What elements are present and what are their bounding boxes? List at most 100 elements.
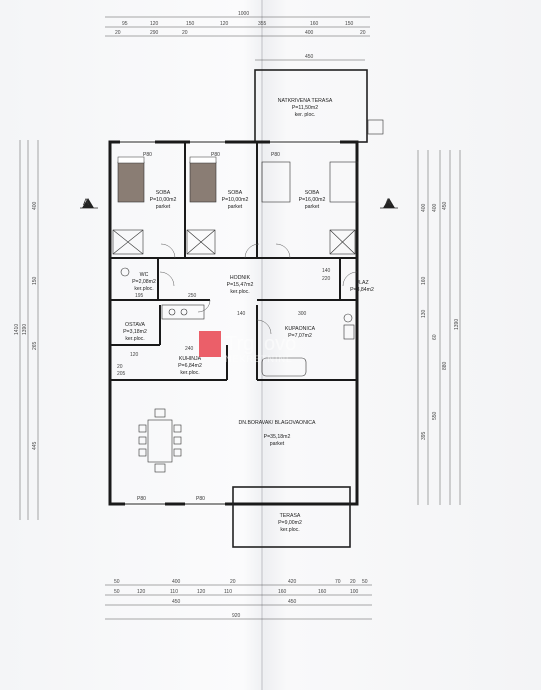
svg-text:20: 20 — [350, 579, 356, 585]
svg-text:WC: WC — [140, 272, 149, 278]
room-label-soba-3: SOBA P=16,00m2 parket — [299, 190, 326, 210]
dim-bottom-row2: 50 120 110 120 110 160 160 100 — [114, 589, 359, 595]
svg-text:parket: parket — [270, 441, 285, 447]
svg-text:20: 20 — [117, 364, 123, 370]
svg-text:P=15,47m2: P=15,47m2 — [227, 282, 254, 288]
room-label-boravak: DN.BORAVAK/ BLAGOVAONICA P=35,18m2 parke… — [239, 420, 317, 447]
svg-text:195: 195 — [135, 293, 144, 299]
svg-text:450: 450 — [288, 599, 297, 605]
svg-text:100: 100 — [350, 589, 359, 595]
svg-text:Trg: Trg — [225, 333, 254, 355]
svg-text:ULAZ: ULAZ — [355, 280, 368, 286]
svg-text:120: 120 — [197, 589, 206, 595]
right-dimension-lines — [417, 150, 461, 505]
svg-text:P=11,50m2: P=11,50m2 — [292, 105, 318, 111]
svg-text:parket: parket — [305, 204, 320, 210]
dim-bottom-row1: 50 400 20 420 70 20 50 — [114, 579, 368, 585]
svg-text:A: A — [83, 197, 89, 207]
room-label-hodnik: HODNIK P=15,47m2 ker.ploc. — [227, 275, 254, 295]
window-labels: P80 P80 P80 P80 P80 — [137, 152, 280, 502]
svg-text:KUHINJA: KUHINJA — [179, 356, 202, 362]
svg-text:P80: P80 — [196, 496, 205, 502]
svg-text:420: 420 — [288, 579, 297, 585]
inner-dimension-labels: 250 140 300 240 120 20 205 195 140 220 — [117, 268, 331, 377]
svg-text:880: 880 — [442, 361, 448, 370]
room-label-kupaonica: KUPAONICA P=7,07m2 — [285, 326, 316, 339]
dim-bottom-total: 920 — [232, 613, 241, 619]
svg-text:150: 150 — [186, 21, 195, 27]
svg-text:110: 110 — [224, 589, 232, 595]
svg-text:P=16,00m2: P=16,00m2 — [299, 197, 326, 203]
svg-text:50: 50 — [362, 579, 368, 585]
door-swings — [159, 243, 358, 335]
svg-text:300: 300 — [298, 311, 307, 317]
svg-text:P=9,00m2: P=9,00m2 — [278, 520, 302, 526]
svg-text:P80: P80 — [143, 152, 152, 158]
room-label-wc: WC P=2,08m2 ker.ploc. — [132, 272, 156, 292]
room-label-soba-1: SOBA P=10,00m2 parket — [150, 190, 177, 210]
svg-text:A: A — [385, 197, 391, 207]
room-label-terasa-bottom: TERASA P=9,00m2 ker.ploc. — [278, 513, 302, 533]
svg-text:95: 95 — [122, 21, 128, 27]
dim-left-inner-2: 150 — [32, 276, 38, 285]
svg-text:160: 160 — [310, 21, 319, 27]
svg-text:P=35,18m2: P=35,18m2 — [264, 434, 291, 440]
svg-text:20: 20 — [230, 579, 236, 585]
bathroom-fixtures — [120, 267, 355, 377]
svg-text:450: 450 — [442, 201, 448, 210]
svg-text:120: 120 — [137, 589, 146, 595]
svg-text:P=2,08m2: P=2,08m2 — [132, 279, 156, 285]
dim-top-total: 1000 — [238, 11, 249, 17]
dim-top-terrace: 450 — [305, 54, 314, 60]
dim-left-outer-2: 1390 — [22, 324, 28, 335]
svg-text:OSTAVA: OSTAVA — [125, 322, 145, 328]
kitchen-counter — [161, 304, 205, 320]
svg-text:150: 150 — [345, 21, 354, 27]
bottom-dimension-lines — [105, 584, 372, 620]
svg-text:ovo: ovo — [264, 333, 296, 355]
svg-text:50: 50 — [114, 579, 120, 585]
svg-text:P80: P80 — [211, 152, 220, 158]
svg-text:20: 20 — [360, 30, 366, 36]
room-label-kuhinja: KUHINJA P=6,84m2 ker.ploc. — [178, 356, 202, 376]
svg-text:P=3,84m2: P=3,84m2 — [350, 287, 374, 293]
top-dimension-lines — [105, 16, 370, 61]
svg-text:P=7,07m2: P=7,07m2 — [288, 333, 312, 339]
svg-text:SOBA: SOBA — [156, 190, 171, 196]
svg-text:130: 130 — [421, 309, 427, 318]
svg-text:70: 70 — [335, 579, 341, 585]
room-label-terasa-top: NATKRIVENA TERASA P=11,50m2 ker. ploc. — [278, 98, 333, 118]
svg-text:220: 220 — [322, 276, 331, 282]
svg-text:parket: parket — [228, 204, 243, 210]
dim-left-inner-3: 265 — [32, 341, 38, 350]
room-label-ostava: OSTAVA P=3,18m2 ker.ploc. — [123, 322, 147, 342]
room-label-ulaz: ULAZ P=3,84m2 — [350, 280, 374, 293]
svg-text:SOBA: SOBA — [305, 190, 320, 196]
svg-text:395: 395 — [421, 431, 427, 440]
svg-text:1390: 1390 — [454, 319, 460, 330]
svg-text:NEKRETNINE: NEKRETNINE — [225, 354, 293, 364]
left-dimension-lines — [19, 140, 39, 520]
section-marker-left: A — [80, 197, 98, 209]
dim-left-inner-4: 445 — [32, 441, 38, 450]
svg-text:NATKRIVENA TERASA: NATKRIVENA TERASA — [278, 98, 333, 104]
svg-text:60: 60 — [432, 334, 438, 340]
svg-text:205: 205 — [117, 371, 126, 377]
svg-text:50: 50 — [114, 589, 120, 595]
room-label-soba-2: SOBA P=10,00m2 parket — [222, 190, 249, 210]
section-marker-right: A — [380, 197, 398, 209]
terrace-chimney — [367, 119, 384, 135]
svg-text:KUPAONICA: KUPAONICA — [285, 326, 316, 332]
interior-walls — [110, 142, 357, 381]
dim-top-row2: 20 290 20 400 20 — [115, 30, 366, 36]
svg-text:ker.ploc.: ker.ploc. — [230, 289, 249, 295]
svg-text:250: 250 — [188, 293, 197, 299]
svg-text:160: 160 — [421, 276, 427, 285]
svg-text:P=10,00m2: P=10,00m2 — [222, 197, 249, 203]
svg-text:ker.ploc.: ker.ploc. — [125, 336, 144, 342]
svg-text:140: 140 — [322, 268, 331, 274]
svg-text:TERASA: TERASA — [280, 513, 301, 519]
svg-text:110: 110 — [170, 589, 178, 595]
